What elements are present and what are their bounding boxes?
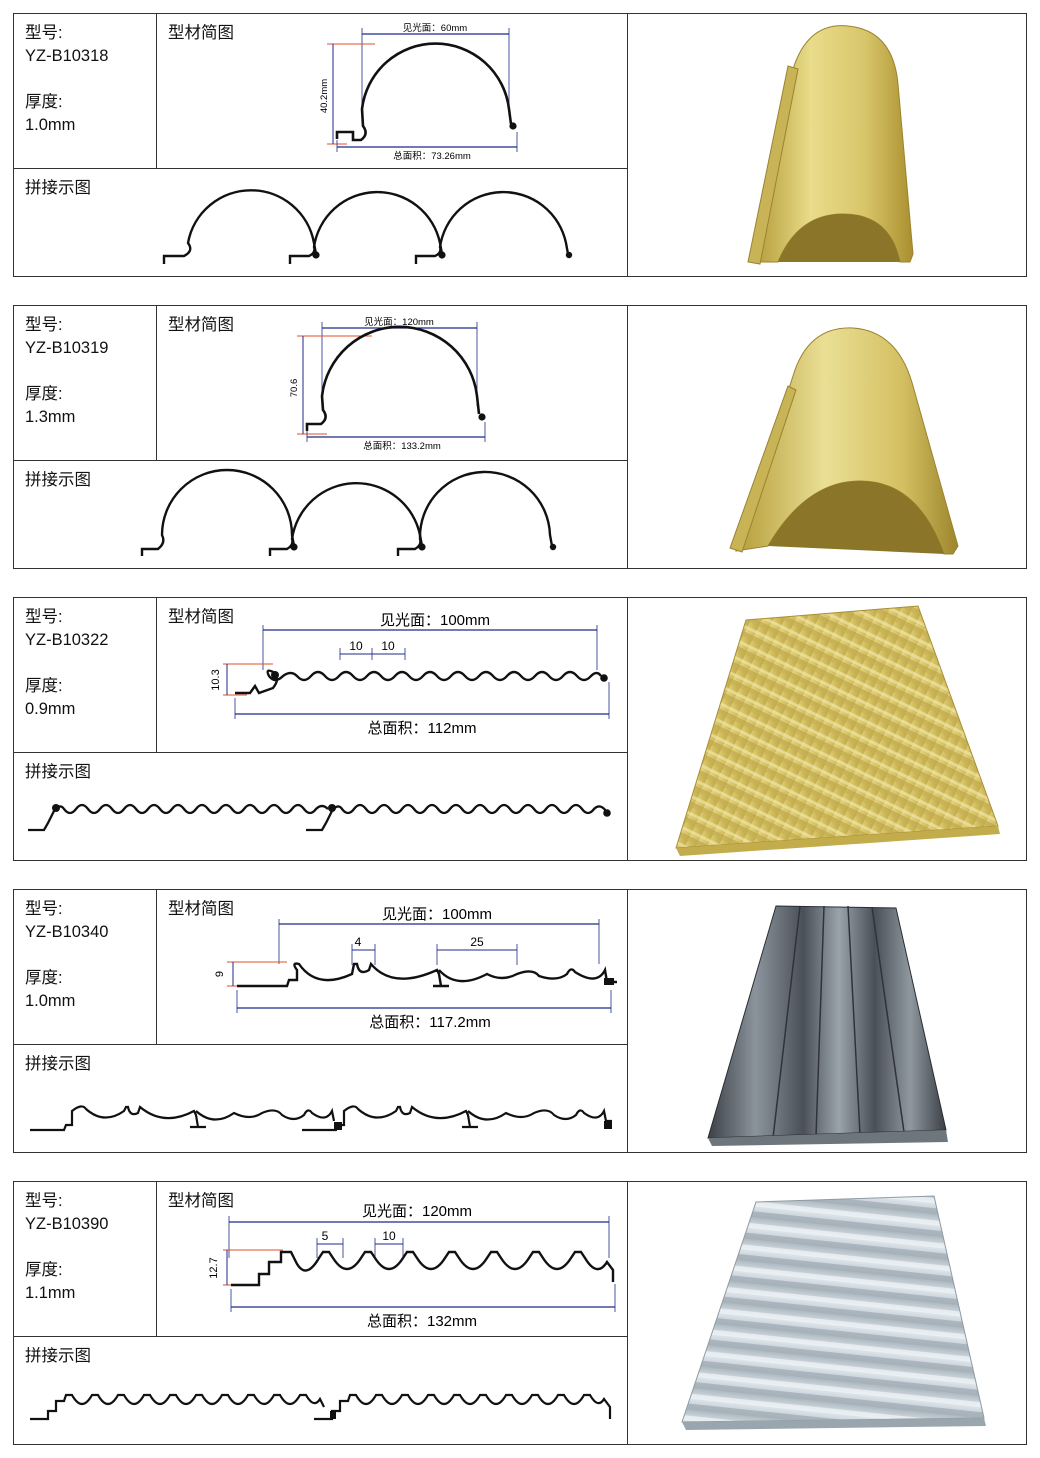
height-label: 70.6 (289, 379, 300, 398)
joint-drawing (28, 803, 611, 832)
height-label: 9 (214, 971, 226, 977)
pitch-a-label: 4 (355, 935, 362, 949)
product-info: 型号: YZ-B10322 厚度: 0.9mm (14, 598, 157, 753)
profile-diagram: 型材简图 见光面：60mm 40.2mm 总面积：73.26mm (157, 14, 627, 169)
visible-width-label: 见光面：120mm (364, 316, 434, 328)
pitch-a-label: 5 (322, 1229, 329, 1243)
joint-diagram-label: 拼接示图 (25, 763, 91, 781)
height-label: 40.2mm (319, 79, 330, 113)
gold-half-round-panel-image (747, 25, 914, 265)
profile-drawing: 见光面：100mm 10 10 10.3 总面积：112mm (210, 612, 610, 737)
product-photo (627, 306, 1026, 568)
pitch-b-label: 10 (382, 1229, 396, 1243)
joint-diagram-label: 拼接示图 (25, 179, 91, 197)
product-photo (627, 598, 1026, 860)
thickness-label: 厚度: (25, 385, 63, 403)
joint-diagram-label: 拼接示图 (25, 471, 91, 489)
joint-drawing (30, 1105, 612, 1132)
model-number: YZ-B10318 (25, 47, 109, 65)
total-width-label: 总面积：73.26mm (393, 150, 471, 162)
product-card-b10340: 型号: YZ-B10340 厚度: 1.0mm 型材简图 见光面：100mm 4… (13, 889, 1027, 1153)
height-label: 12.7 (208, 1257, 220, 1278)
thickness-value: 1.0mm (25, 992, 76, 1010)
thickness-label: 厚度: (25, 93, 63, 111)
thickness-value: 1.3mm (25, 408, 76, 426)
profile-diagram: 型材简图 见光面：100mm 10 10 10.3 总面积：11 (157, 598, 627, 753)
product-info: 型号: YZ-B10318 厚度: 1.0mm (14, 14, 157, 169)
product-info: 型号: YZ-B10340 厚度: 1.0mm (14, 890, 157, 1045)
profile-drawing: 见光面：60mm 40.2mm 总面积：73.26mm (319, 22, 518, 162)
dark-grey-fluted-panel-image (707, 905, 948, 1146)
total-width-label: 总面积：117.2mm (369, 1014, 490, 1031)
gold-corrugated-panel-image (675, 605, 1000, 856)
visible-width-label: 见光面：120mm (362, 1203, 472, 1220)
joint-diagram: 拼接示图 (14, 461, 627, 568)
height-label: 10.3 (210, 669, 222, 690)
thickness-value: 1.0mm (25, 116, 76, 134)
product-card-b10390: 型号: YZ-B10390 厚度: 1.1mm 型材简图 见光面：120mm 5… (13, 1181, 1027, 1445)
visible-width-label: 见光面：60mm (403, 22, 467, 34)
joint-diagram: 拼接示图 (14, 1337, 627, 1444)
profile-drawing: 见光面：120mm 70.6 总面积：133.2mm (289, 316, 486, 452)
joint-drawing (140, 468, 557, 556)
total-width-label: 总面积：132mm (367, 1313, 477, 1330)
profile-diagram-label: 型材简图 (168, 900, 234, 918)
total-width-label: 总面积：133.2mm (363, 440, 441, 452)
model-label: 型号: (25, 900, 63, 918)
lock-bead (509, 122, 517, 130)
product-photo (627, 14, 1026, 276)
product-info: 型号: YZ-B10390 厚度: 1.1mm (14, 1182, 157, 1337)
profile-drawing: 见光面：120mm 5 10 12.7 总面积：132mm (208, 1203, 616, 1330)
gold-half-round-panel-image (729, 327, 959, 555)
thickness-value: 0.9mm (25, 700, 76, 718)
model-label: 型号: (25, 24, 63, 42)
profile-diagram: 型材简图 见光面：100mm 4 25 9 总面积：117.2mm (157, 890, 627, 1045)
product-photo (627, 1182, 1026, 1444)
model-label: 型号: (25, 1192, 63, 1210)
thickness-value: 1.1mm (25, 1284, 76, 1302)
joint-diagram-label: 拼接示图 (25, 1347, 91, 1365)
model-number: YZ-B10319 (25, 339, 109, 357)
profile-diagram: 型材简图 见光面：120mm 5 10 12.7 总面积：132mm (157, 1182, 627, 1337)
profile-diagram: 型材简图 见光面：120mm 70.6 总面积：133.2mm (157, 306, 627, 461)
thickness-label: 厚度: (25, 969, 63, 987)
model-number: YZ-B10322 (25, 631, 109, 649)
product-photo (627, 890, 1026, 1152)
joint-diagram: 拼接示图 (14, 1045, 627, 1152)
profile-diagram-label: 型材简图 (168, 316, 234, 334)
product-info: 型号: YZ-B10319 厚度: 1.3mm (14, 306, 157, 461)
profile-diagram-label: 型材简图 (168, 608, 234, 626)
model-number: YZ-B10390 (25, 1215, 109, 1233)
profile-diagram-label: 型材简图 (168, 24, 234, 42)
joint-diagram-label: 拼接示图 (25, 1055, 91, 1073)
joint-diagram: 拼接示图 (14, 169, 627, 276)
profile-diagram-label: 型材简图 (168, 1192, 234, 1210)
pitch-a-label: 10 (349, 639, 363, 653)
visible-width-label: 见光面：100mm (380, 612, 490, 629)
light-grey-corrugated-panel-image (681, 1195, 986, 1430)
joint-diagram: 拼接示图 (14, 753, 627, 860)
model-label: 型号: (25, 608, 63, 626)
pitch-b-label: 25 (470, 935, 484, 949)
model-number: YZ-B10340 (25, 923, 109, 941)
model-label: 型号: (25, 316, 63, 334)
visible-width-label: 见光面：100mm (382, 906, 492, 923)
product-card-b10322: 型号: YZ-B10322 厚度: 0.9mm 型材简图 见光面：100mm 1… (13, 597, 1027, 861)
joint-drawing (162, 189, 573, 264)
profile-drawing: 见光面：100mm 4 25 9 总面积：117.2mm (214, 906, 617, 1031)
product-card-b10318: 型号: YZ-B10318 厚度: 1.0mm 型材简图 见光面：60mm 40… (13, 13, 1027, 277)
joint-drawing (30, 1393, 612, 1421)
total-width-label: 总面积：112mm (368, 720, 477, 737)
thickness-label: 厚度: (25, 1261, 63, 1279)
product-card-b10319: 型号: YZ-B10319 厚度: 1.3mm 型材简图 见光面：120mm 7… (13, 305, 1027, 569)
thickness-label: 厚度: (25, 677, 63, 695)
pitch-b-label: 10 (381, 639, 395, 653)
